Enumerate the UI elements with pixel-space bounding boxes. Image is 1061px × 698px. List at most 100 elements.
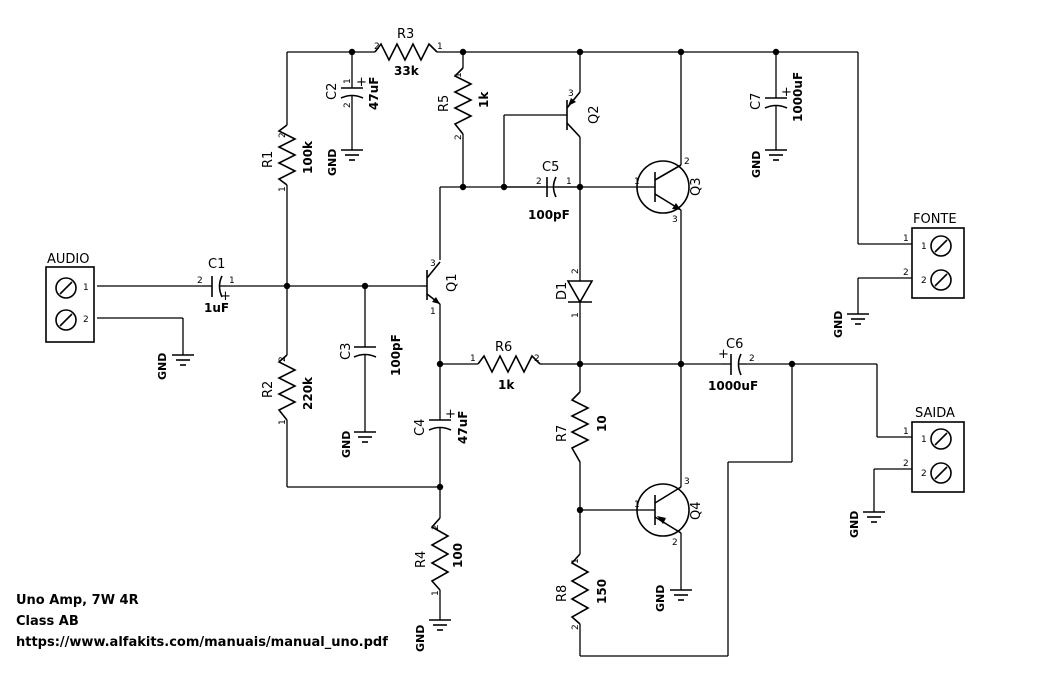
wires (97, 51, 912, 657)
svg-text:+: + (718, 347, 729, 362)
c6-value: 1000uF (708, 379, 758, 393)
q4-ref: Q4 (689, 501, 704, 520)
svg-text:1: 1 (278, 186, 288, 192)
svg-text:GND: GND (340, 431, 353, 458)
audio-label: AUDIO (47, 252, 90, 267)
c1-ref: C1 (208, 257, 225, 272)
svg-text:1: 1 (229, 276, 235, 286)
svg-text:+: + (220, 289, 231, 304)
d1-ref: D1 (555, 282, 570, 300)
connector-saida: SAIDA 1 2 1 2 (903, 406, 965, 493)
svg-text:2: 2 (536, 177, 542, 187)
resistor-r8: R8 150 1 2 (555, 553, 609, 630)
capacitor-c6: C6 1000uF + 2 (708, 337, 758, 393)
svg-text:2: 2 (903, 268, 909, 278)
svg-text:1: 1 (454, 72, 464, 78)
connector-audio: AUDIO 1 2 (45, 252, 95, 343)
svg-text:2: 2 (343, 102, 353, 108)
capacitor-c4: C4 47uF + (413, 407, 470, 444)
r2-ref: R2 (261, 381, 276, 398)
svg-text:GND: GND (414, 625, 427, 652)
svg-text:1: 1 (921, 242, 927, 252)
transistor-q3: Q3 1 2 3 (634, 157, 704, 225)
junction-dots (283, 48, 796, 514)
svg-text:1: 1 (571, 312, 581, 318)
q2-ref: Q2 (587, 105, 602, 124)
r5-ref: R5 (437, 95, 452, 112)
r2-value: 220k (301, 376, 315, 410)
capacitor-c7: C7 1000uF + (749, 72, 805, 122)
r7-ref: R7 (555, 425, 570, 442)
c2-ref: C2 (325, 83, 340, 100)
transistor-q2: Q2 3 (560, 89, 602, 138)
svg-text:2: 2 (571, 268, 581, 274)
svg-text:2: 2 (921, 276, 927, 286)
svg-text:2: 2 (571, 624, 581, 630)
resistor-r4: R4 100 2 1 (414, 517, 465, 596)
svg-text:3: 3 (672, 215, 678, 225)
svg-text:1: 1 (571, 558, 581, 564)
schematic-notes: Uno Amp, 7W 4R Class AB https://www.alfa… (16, 590, 388, 653)
r6-ref: R6 (495, 340, 512, 355)
svg-text:GND: GND (750, 151, 763, 178)
c3-ref: C3 (339, 343, 354, 360)
c5-ref: C5 (542, 160, 559, 175)
c2-value: 47uF (367, 77, 381, 110)
svg-text:2: 2 (278, 132, 288, 138)
svg-text:GND: GND (326, 149, 339, 176)
q3-ref: Q3 (689, 177, 704, 196)
resistor-r1: R1 100k 2 1 (261, 124, 315, 192)
svg-text:1: 1 (903, 427, 909, 437)
svg-text:2: 2 (83, 315, 89, 325)
ground-symbols: GND GND GND GND GND GND GND GND (156, 149, 885, 652)
svg-text:1: 1 (343, 78, 353, 84)
resistor-r7: R7 10 (555, 391, 609, 463)
svg-text:2: 2 (454, 134, 464, 140)
note-class: Class AB (16, 614, 79, 629)
r7-value: 10 (595, 415, 609, 432)
c7-value: 1000uF (791, 72, 805, 122)
svg-text:1: 1 (431, 590, 441, 596)
r1-ref: R1 (261, 151, 276, 168)
svg-text:GND: GND (848, 511, 861, 538)
c3-value: 100pF (389, 334, 403, 376)
svg-text:3: 3 (684, 477, 690, 487)
r4-value: 100 (451, 543, 465, 568)
resistor-r2: R2 220k 2 1 (261, 354, 315, 425)
r6-value: 1k (498, 378, 515, 392)
capacitor-c2: C2 47uF + 1 2 (325, 75, 381, 110)
svg-text:2: 2 (278, 356, 288, 362)
svg-text:2: 2 (672, 538, 678, 548)
svg-text:1: 1 (634, 177, 640, 187)
note-url: https://www.alfakits.com/manuais/manual_… (16, 635, 388, 650)
svg-text:1: 1 (921, 435, 927, 445)
q1-ref: Q1 (445, 273, 460, 292)
c4-ref: C4 (413, 419, 428, 436)
svg-text:2: 2 (197, 276, 203, 286)
resistor-r5: R5 1k 1 2 (437, 67, 491, 140)
c6-ref: C6 (726, 337, 743, 352)
svg-text:2: 2 (534, 354, 540, 364)
c4-value: 47uF (456, 411, 470, 444)
c5-value: 100pF (528, 208, 570, 222)
svg-text:1: 1 (83, 283, 89, 293)
resistor-r3: R3 33k 2 1 (374, 27, 443, 78)
svg-text:3: 3 (568, 89, 574, 99)
r8-value: 150 (595, 579, 609, 604)
svg-text:GND: GND (832, 311, 845, 338)
svg-text:1: 1 (470, 354, 476, 364)
svg-text:2: 2 (684, 157, 690, 167)
note-title: Uno Amp, 7W 4R (16, 593, 139, 608)
svg-text:GND: GND (156, 353, 169, 380)
transistor-q4: Q4 1 3 2 (634, 477, 704, 548)
svg-text:2: 2 (374, 42, 380, 52)
r5-value: 1k (477, 91, 491, 108)
capacitor-c5: C5 100pF 2 1 (528, 160, 572, 222)
capacitor-c3: C3 100pF (339, 334, 403, 376)
svg-text:1: 1 (278, 419, 288, 425)
fonte-label: FONTE (913, 212, 957, 227)
svg-text:+: + (356, 75, 367, 90)
r4-ref: R4 (414, 551, 429, 568)
svg-text:2: 2 (921, 469, 927, 479)
